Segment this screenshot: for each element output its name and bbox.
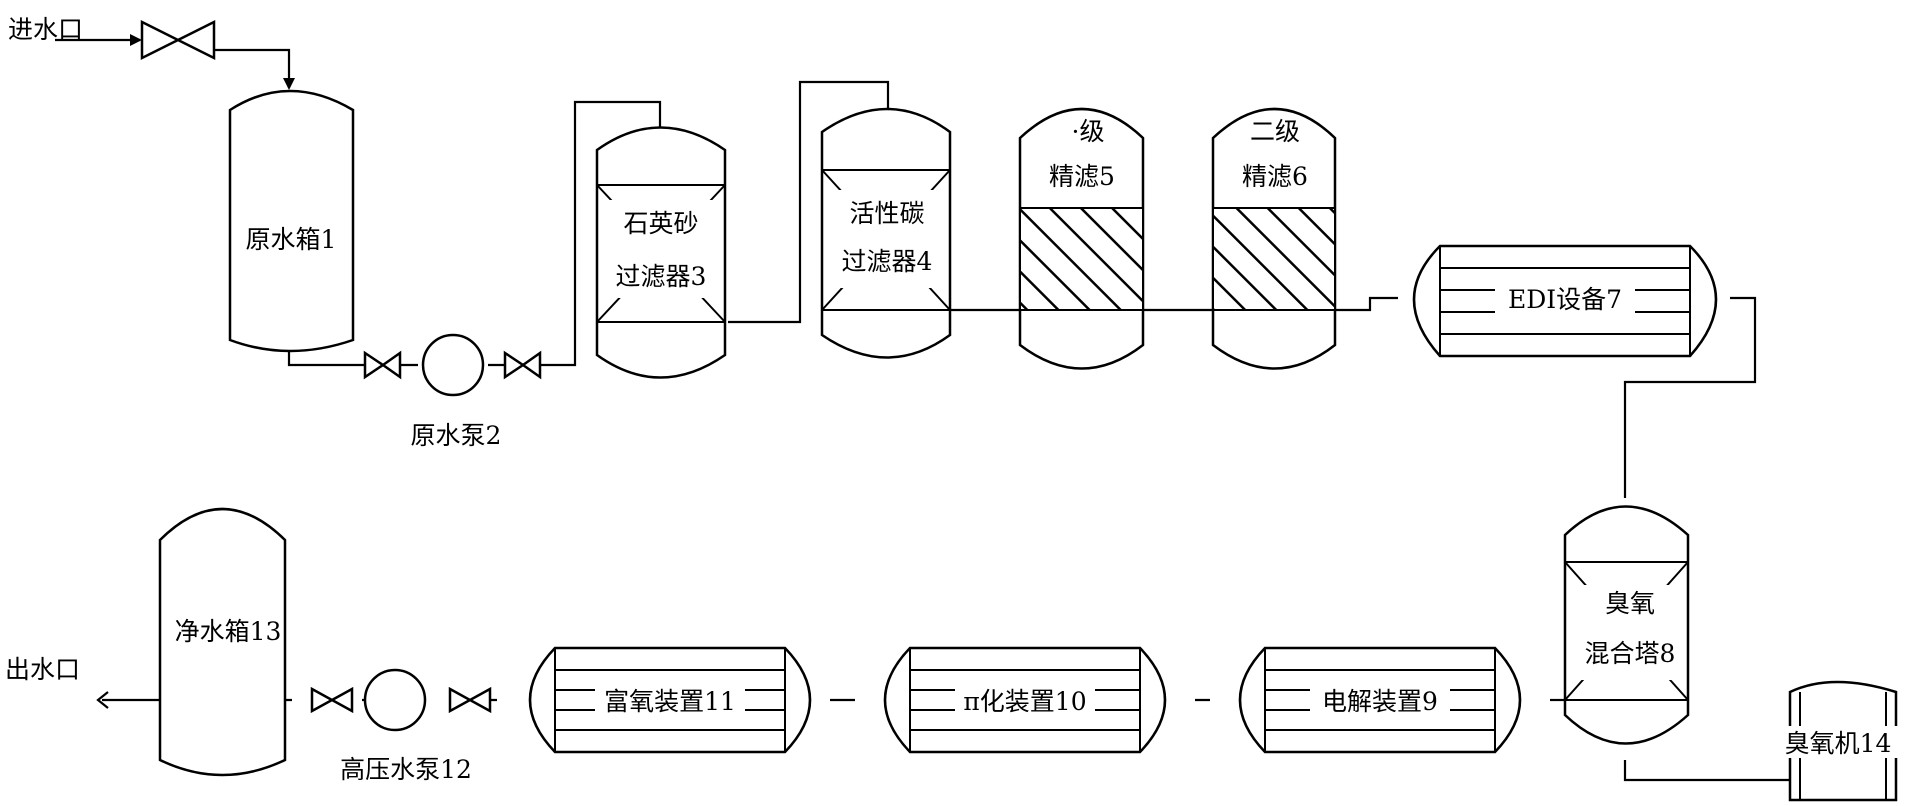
ozone-tower-internals [1564, 561, 1689, 701]
quartz-filter-label-1: 石英砂 [623, 209, 698, 238]
fine-filter-2-label-2: 精滤6 [1242, 162, 1308, 191]
clean-water-tank[interactable] [158, 507, 287, 777]
ozone-tower-label-1: 臭氧 [1605, 589, 1655, 618]
quartz-filter-media [596, 184, 726, 323]
quartz-label-bg [608, 200, 714, 298]
outlet-label: 出水口 [5, 655, 80, 684]
carbon-label-bg [832, 190, 940, 288]
fine-filter-1-media [1019, 207, 1144, 311]
raw-water-tank[interactable] [228, 89, 355, 353]
carbon-filter-label-1: 活性碳 [849, 199, 924, 228]
high-oxygen-label-bg [595, 686, 745, 716]
fine-filter-1-label-1: ·级 [1072, 117, 1105, 146]
ozone-tower-label-bg [1572, 585, 1682, 680]
pi-device-label-bg [955, 686, 1095, 716]
raw-tank-label: 原水箱1 [246, 225, 337, 254]
pi-device-label: π化装置10 [963, 687, 1086, 716]
hp-pump-label: 高压水泵12 [340, 755, 472, 784]
fine-filter-1-label-2: 精滤5 [1049, 162, 1115, 191]
inlet-label: 进水口 [8, 15, 83, 44]
fine-filter-2-media [1212, 207, 1336, 311]
edi-label: EDI设备7 [1508, 285, 1622, 314]
raw-pump-label: 原水泵2 [411, 421, 502, 450]
electrolysis-label-bg [1310, 686, 1450, 716]
high-pressure-pump[interactable] [363, 668, 427, 732]
fine-filter-2-label-1: 二级 [1250, 117, 1300, 146]
carbon-filter-media [821, 169, 951, 311]
ozone-tower-label-2: 混合塔8 [1585, 639, 1676, 668]
pump-inlet-valve[interactable] [363, 350, 402, 380]
electrolysis-label: 电解装置9 [1322, 687, 1438, 716]
raw-water-pump[interactable] [421, 333, 485, 397]
hp-pump-outlet-valve[interactable] [448, 686, 492, 714]
pump-outlet-valve[interactable] [503, 350, 542, 380]
edi-label-bg [1495, 284, 1635, 314]
quartz-filter-label-2: 过滤器3 [616, 262, 707, 291]
clean-tank-label: 净水箱13 [175, 617, 282, 646]
ozone-generator-label: 臭氧机14 [1785, 729, 1892, 758]
inlet-valve[interactable] [140, 19, 216, 61]
ozone-generator-label-bg [1745, 726, 1905, 758]
hp-pump-inlet-valve[interactable] [310, 686, 354, 714]
high-oxygen-label: 富氧装置11 [604, 687, 736, 716]
carbon-filter-label-2: 过滤器4 [842, 247, 933, 276]
